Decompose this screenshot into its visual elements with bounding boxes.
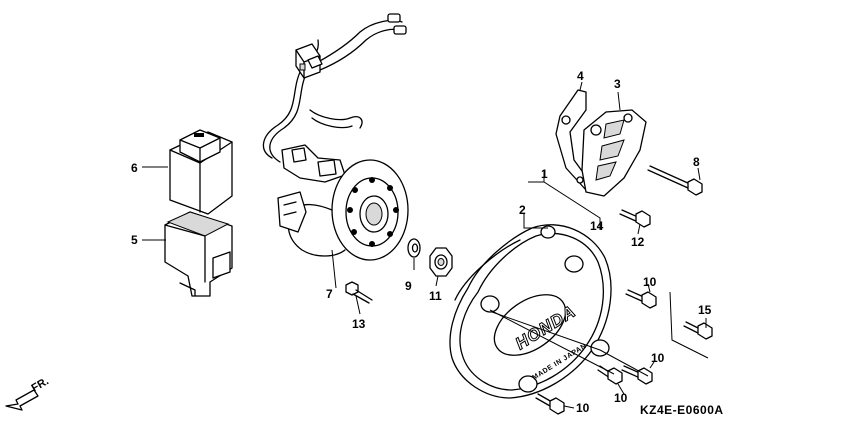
callout-labels: 1 2 3 4 5 6 7 8 9 10 10 10 10 11 12 13 1… xyxy=(131,69,712,415)
callout-12: 12 xyxy=(631,235,645,249)
front-arrow-icon xyxy=(5,389,39,411)
part-4-bracket xyxy=(555,89,591,191)
callout-10-d: 10 xyxy=(576,401,590,415)
callout-3: 3 xyxy=(614,77,621,91)
callout-7: 7 xyxy=(326,287,333,301)
callout-8: 8 xyxy=(693,155,700,169)
callout-11: 11 xyxy=(429,289,442,303)
part-11-nut xyxy=(429,247,453,277)
callout-10-b: 10 xyxy=(651,351,665,365)
part-5-rubber-holder xyxy=(164,211,233,297)
callout-4: 4 xyxy=(577,69,584,83)
part-3-sprocket-guard xyxy=(581,109,647,197)
part-10-bolt-d xyxy=(535,393,565,415)
part-8-bolt xyxy=(647,165,703,196)
callout-1: 1 xyxy=(541,167,548,181)
callout-15: 15 xyxy=(698,303,712,317)
callout-5: 5 xyxy=(131,233,138,247)
part-15-bolt xyxy=(683,321,713,340)
callout-9: 9 xyxy=(405,279,412,293)
callout-6: 6 xyxy=(131,161,138,175)
part-7-stator-assembly xyxy=(262,13,409,261)
part-10-bolt-b xyxy=(621,365,653,385)
leader-lines xyxy=(142,81,709,409)
callout-10-a: 10 xyxy=(643,275,657,289)
part-10-bolt-a xyxy=(625,289,657,309)
callout-10-c: 10 xyxy=(614,391,628,405)
diagram-code: KZ4E-E0600A xyxy=(640,403,724,417)
part-12-bolt xyxy=(619,209,651,228)
front-indicator-label: FR. xyxy=(30,375,51,394)
part-6-control-unit xyxy=(169,129,233,215)
part-2-crankcase-cover: HONDA MADE IN JAPAN xyxy=(449,224,612,399)
callout-14: 14 xyxy=(590,219,604,233)
callout-13: 13 xyxy=(352,317,366,331)
front-direction-indicator: FR. xyxy=(5,375,51,411)
stator-teeth xyxy=(347,177,399,247)
part-9-washer xyxy=(407,238,421,258)
part-10-bolt-c xyxy=(597,365,623,385)
part-13-bolt xyxy=(345,281,373,304)
callout-2: 2 xyxy=(519,203,526,217)
